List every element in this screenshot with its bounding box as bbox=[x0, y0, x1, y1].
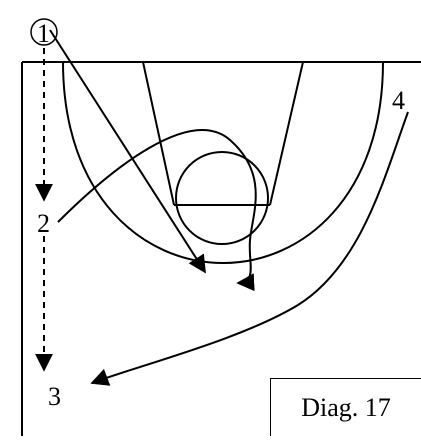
player-1-cut-path bbox=[49, 29, 206, 274]
player-2-cut-path bbox=[57, 129, 257, 292]
diagram-caption: Diag. 17 bbox=[270, 378, 421, 436]
lane-line-right bbox=[269, 61, 304, 206]
player-4-label: 4 bbox=[392, 86, 405, 115]
lane-line-left bbox=[142, 61, 175, 206]
player-4-cut-path bbox=[90, 111, 409, 386]
three-point-arc bbox=[62, 61, 384, 264]
free-throw-circle bbox=[175, 151, 269, 245]
player-3-label: 3 bbox=[48, 382, 61, 411]
player-2-label: 2 bbox=[37, 209, 50, 238]
player-1-label: 1 bbox=[37, 19, 50, 48]
player-1-circle bbox=[30, 18, 58, 46]
